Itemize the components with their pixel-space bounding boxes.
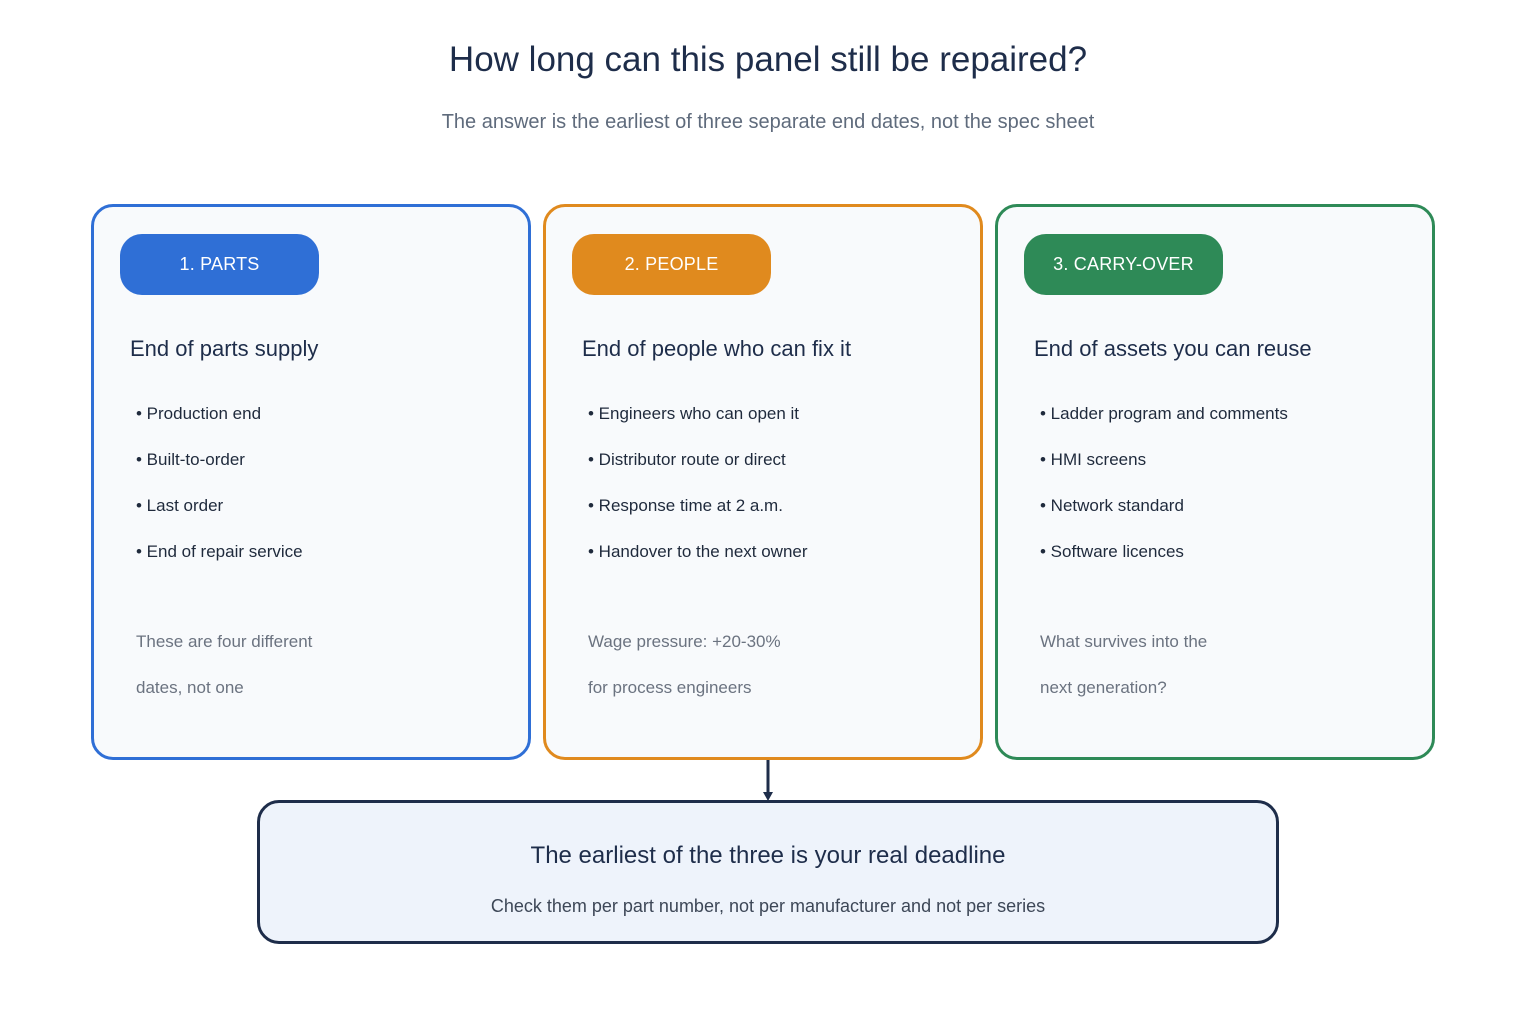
result-box: The earliest of the three is your real d…: [257, 800, 1279, 944]
note-line: Wage pressure: +20-30%: [588, 632, 781, 651]
bullet-item: • Engineers who can open it: [588, 404, 800, 423]
bullet-item: • Built-to-order: [136, 450, 245, 469]
arrowhead-icon: [763, 792, 773, 801]
bullet-item: • Network standard: [1040, 496, 1184, 515]
bullet-list-carry-over: • Ladder program and comments • HMI scre…: [1040, 404, 1288, 588]
bullet-item: • End of repair service: [136, 542, 303, 561]
bullet-item: • Response time at 2 a.m.: [588, 496, 783, 515]
card-note-carry-over: What survives into the next generation?: [1040, 632, 1207, 724]
bullet-item: • Ladder program and comments: [1040, 404, 1288, 423]
bullet-item: • Software licences: [1040, 542, 1184, 561]
badge-parts: 1. PARTS: [120, 234, 319, 295]
card-note-parts: These are four different dates, not one: [136, 632, 312, 724]
bullet-item: • Distributor route or direct: [588, 450, 786, 469]
note-line: These are four different: [136, 632, 313, 651]
card-carry-over: 3. CARRY-OVER End of assets you can reus…: [995, 204, 1435, 760]
note-line: for process engineers: [588, 678, 752, 697]
bullet-item: • HMI screens: [1040, 450, 1147, 469]
badge-carry-over: 3. CARRY-OVER: [1024, 234, 1223, 295]
note-line: What survives into the: [1040, 632, 1208, 651]
result-title: The earliest of the three is your real d…: [530, 842, 1006, 869]
diagram-title: How long can this panel still be repaire…: [448, 40, 1088, 79]
bullet-item: • Last order: [136, 496, 224, 515]
card-heading-carry-over: End of assets you can reuse: [1034, 336, 1312, 361]
badge-people: 2. PEOPLE: [572, 234, 771, 295]
card-people: 2. PEOPLE End of people who can fix it •…: [543, 204, 983, 760]
result-subtitle: Check them per part number, not per manu…: [490, 896, 1046, 916]
bullet-list-people: • Engineers who can open it • Distributo…: [588, 404, 808, 588]
card-heading-parts: End of parts supply: [130, 336, 319, 361]
bullet-item: • Handover to the next owner: [588, 542, 808, 561]
card-heading-people: End of people who can fix it: [582, 336, 852, 361]
bullet-item: • Production end: [136, 404, 262, 423]
diagram-subtitle: The answer is the earliest of three sepa…: [441, 111, 1095, 133]
card-parts: 1. PARTS End of parts supply • Productio…: [91, 204, 531, 760]
card-note-people: Wage pressure: +20-30% for process engin…: [588, 632, 781, 724]
note-line: next generation?: [1040, 678, 1167, 697]
note-line: dates, not one: [136, 678, 244, 697]
bullet-list-parts: • Production end • Built-to-order • Last…: [136, 404, 303, 588]
